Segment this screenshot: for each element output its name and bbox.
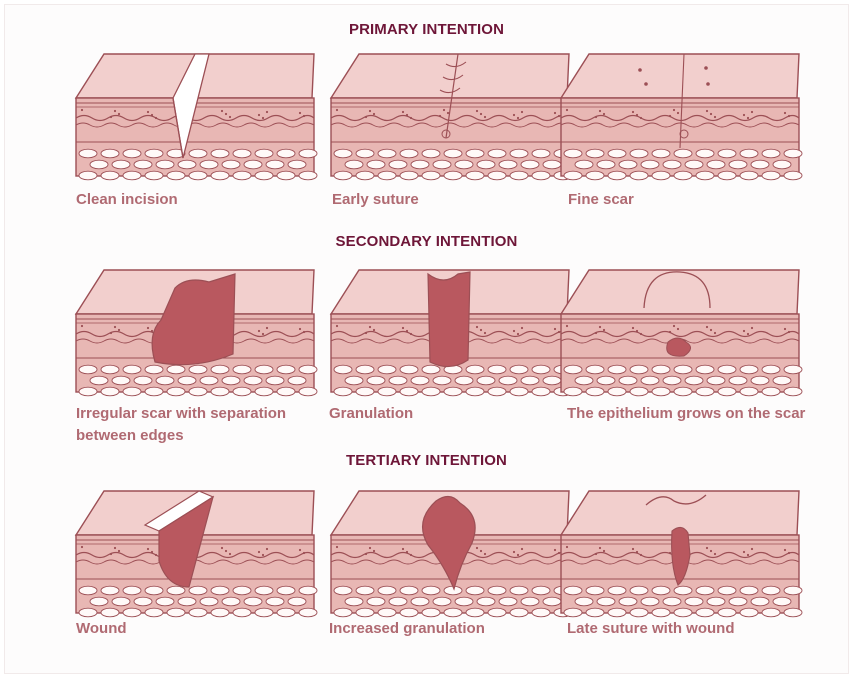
panel-fine-scar — [555, 46, 807, 176]
clean-incision-illustration — [70, 46, 322, 176]
heading-secondary-intention: SECONDARY INTENTION — [0, 233, 853, 250]
caption-fine-scar: Fine scar — [568, 189, 808, 211]
caption-irregular-scar: Irregular scar with separation between e… — [76, 403, 316, 447]
late-suture-illustration — [555, 483, 807, 613]
heading-primary-intention: PRIMARY INTENTION — [0, 21, 853, 38]
caption-early-suture: Early suture — [332, 189, 552, 211]
panel-early-suture — [325, 46, 577, 176]
wound-illustration — [70, 483, 322, 613]
panel-granulation — [325, 262, 577, 392]
panel-epithelium-growth — [555, 262, 807, 392]
irregular-scar-illustration — [70, 262, 322, 392]
panel-wound — [70, 483, 322, 613]
panel-clean-incision — [70, 46, 322, 176]
panel-irregular-scar — [70, 262, 322, 392]
caption-epithelium-growth: The epithelium grows on the scar — [567, 403, 807, 425]
increased-granulation-illustration — [325, 483, 577, 613]
caption-granulation: Granulation — [329, 403, 549, 425]
granulation-illustration — [325, 262, 577, 392]
caption-clean-incision: Clean incision — [76, 189, 316, 211]
caption-increased-granulation: Increased granulation — [329, 618, 549, 640]
caption-late-suture: Late suture with wound — [567, 618, 807, 640]
heading-tertiary-intention: TERTIARY INTENTION — [0, 452, 853, 469]
caption-wound: Wound — [76, 618, 316, 640]
panel-increased-granulation — [325, 483, 577, 613]
early-suture-illustration — [325, 46, 577, 176]
epithelium-growth-illustration — [555, 262, 807, 392]
panel-late-suture — [555, 483, 807, 613]
fine-scar-illustration — [555, 46, 807, 176]
